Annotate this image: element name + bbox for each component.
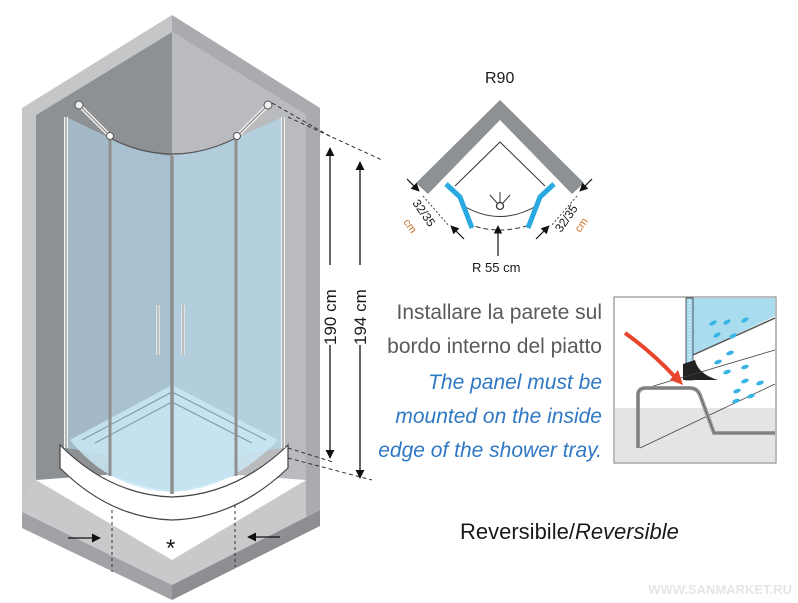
radius-label: R 55 cm — [472, 260, 520, 275]
plan-arrow-left-outer — [406, 178, 420, 192]
stabilizer-bar-right-edge — [236, 104, 269, 137]
detail-tray-profile-edge — [637, 387, 775, 448]
floor — [22, 480, 306, 585]
plan-arrow-right-inner — [535, 225, 550, 240]
watermark: WWW.SANMARKET.RU — [648, 582, 792, 597]
detail-inset — [613, 296, 777, 464]
top-curve — [109, 137, 237, 155]
plan-arrow-right-outer — [579, 178, 593, 192]
bar-mount-right — [263, 100, 273, 110]
bar-joint-right — [233, 132, 241, 140]
height-label-190: 190 cm — [321, 289, 340, 345]
instruction-it-line-2: bordo interno del piatto — [387, 335, 602, 358]
reversible-label: Reversibile/Reversible — [460, 519, 679, 544]
tray-surface — [70, 385, 278, 492]
floor-front-right — [172, 510, 320, 600]
adjust-right-unit: cm — [573, 216, 591, 235]
dash-top-2 — [287, 116, 383, 161]
instruction-en-line-3: edge of the shower tray. — [378, 439, 602, 462]
detail-red-arrow — [623, 331, 678, 380]
plan-tray-outline — [454, 141, 546, 187]
stabilizer-bar-left-edge — [78, 104, 111, 137]
plan-dots-right — [550, 195, 578, 227]
glass-panel-left — [66, 117, 110, 455]
instruction-en-line-2: mounted on the inside — [395, 405, 602, 428]
detail-glass — [693, 298, 775, 355]
detail-red-arrowhead — [670, 370, 683, 385]
height-label-194-bg — [352, 265, 368, 345]
instruction-en-line-1: The panel must be — [428, 371, 602, 394]
plan-tray-arc-2 — [467, 223, 533, 231]
plan-dots-left — [422, 195, 450, 227]
dash-bottom-1 — [287, 447, 334, 463]
model-label: R90 — [485, 70, 514, 87]
height-label-194: 194 cm — [351, 289, 370, 345]
reversible-it: Reversibile/ — [460, 519, 576, 544]
shower-tray-front — [59, 443, 289, 521]
plan-walls — [416, 100, 584, 194]
bar-mount-left — [74, 100, 84, 110]
height-label-190-bg — [322, 265, 338, 345]
adjust-left-unit: cm — [401, 217, 419, 236]
instruction-it-line-1: Installare la parete sul — [397, 301, 602, 324]
width-marker: * — [166, 535, 175, 562]
detail-tray-line-1 — [639, 349, 776, 391]
bar-joint-left — [106, 132, 114, 140]
water-drops — [709, 317, 764, 404]
plan-tray-arc-1 — [461, 204, 539, 217]
plan-seal-left — [444, 182, 475, 229]
dash-top-1 — [271, 102, 334, 139]
glass-panel-right — [236, 117, 283, 455]
plan-seal-right — [525, 182, 556, 229]
plan-drain-line-r — [502, 194, 511, 204]
top-view-plan: R90 32/35 cm 32/35 cm R 55 cm — [401, 70, 593, 275]
plan-drain — [495, 201, 505, 211]
floor-front-left — [22, 512, 172, 600]
instruction-text: Installare la parete sul bordo interno d… — [378, 301, 602, 462]
plan-drain-line-l — [489, 194, 498, 204]
plan-arrow-left-inner — [450, 225, 465, 240]
reversible-text: Reversibile/Reversible — [460, 519, 679, 544]
reversible-en: Reversible — [575, 519, 679, 544]
isometric-enclosure: 190 cm 194 cm * — [22, 15, 383, 600]
